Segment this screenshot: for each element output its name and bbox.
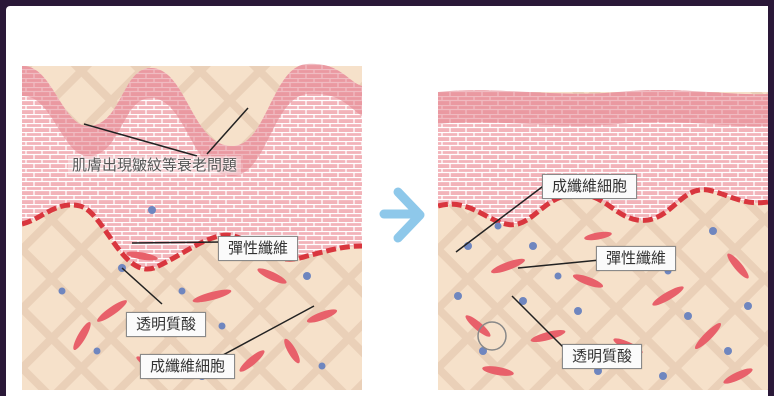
right-arrow-icon [378, 184, 428, 248]
epidermis-shading [438, 90, 768, 126]
hyaluronic-acid-label: 透明質酸 [562, 344, 642, 369]
fibroblast-label: 成纖維細胞 [542, 174, 637, 199]
fibroblast-label: 成纖維細胞 [140, 354, 235, 379]
wrinkle-label: 肌膚出現皺紋等衰老問題 [68, 156, 241, 175]
elastic-fiber-label: 彈性纖維 [218, 236, 298, 261]
elastic-fiber-label: 彈性纖維 [596, 246, 676, 271]
diagram-frame: 肌膚出現皺紋等衰老問題 彈性纖維 透明質酸 成纖維細胞 [6, 6, 768, 396]
hyaluronic-acid-label: 透明質酸 [126, 312, 206, 337]
